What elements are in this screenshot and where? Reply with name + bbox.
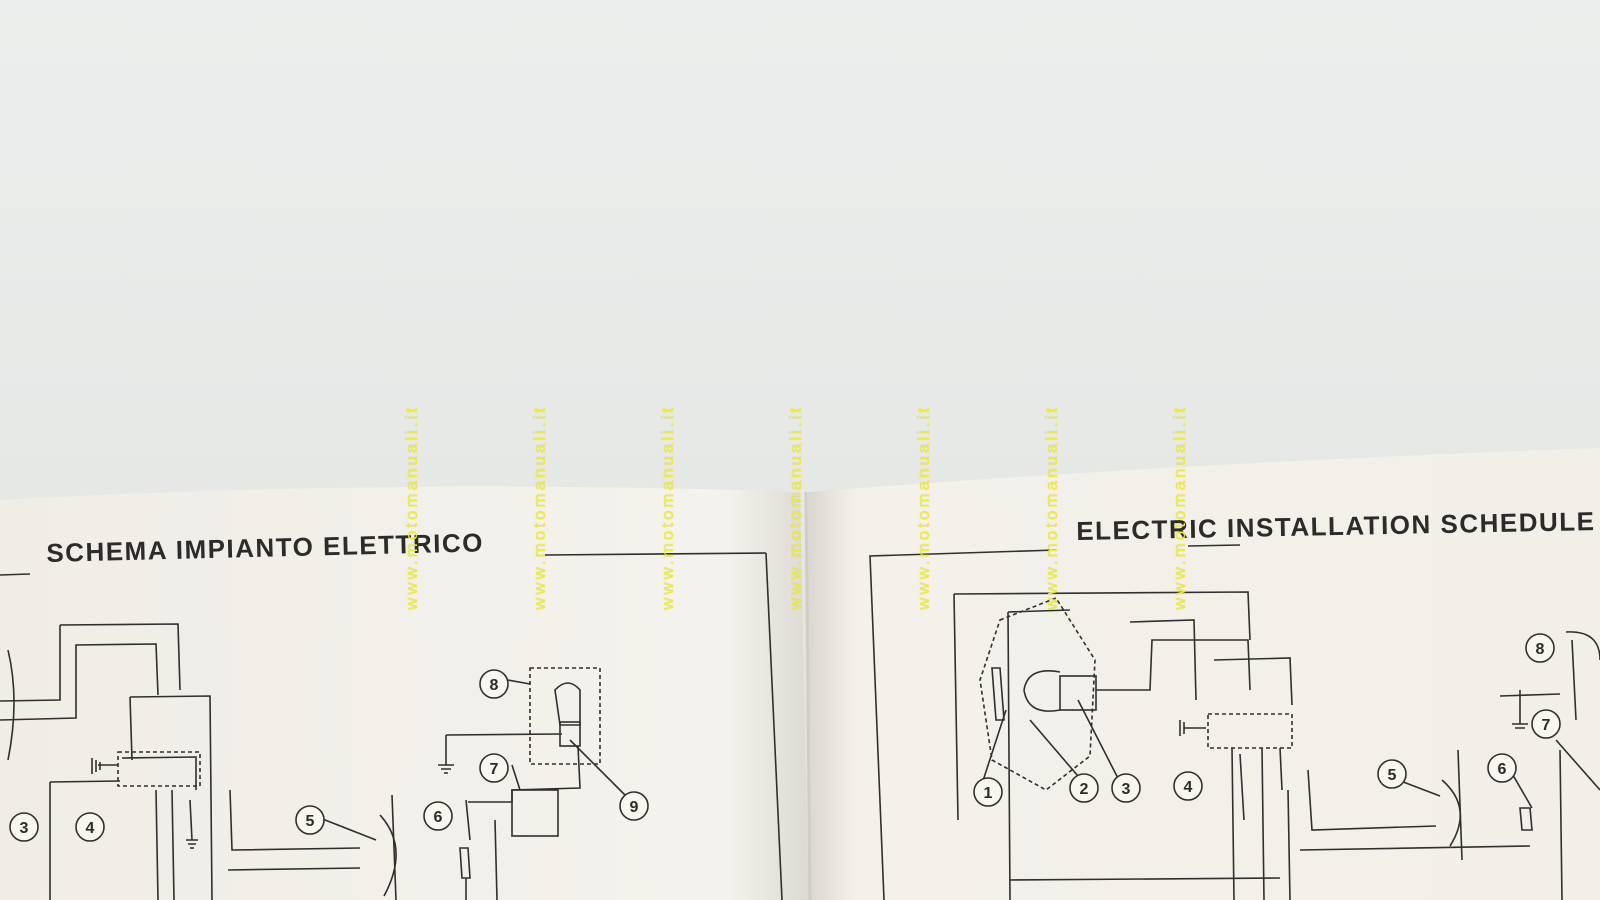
left-diagram (0, 552, 783, 900)
right-callout-6: 6 (1498, 761, 1507, 778)
left-callout-9: 9 (630, 799, 639, 816)
right-diagram (869, 544, 1600, 900)
left-callout-4: 4 (86, 820, 95, 837)
left-callout-8: 8 (490, 677, 499, 694)
right-callout-3: 3 (1122, 781, 1131, 798)
right-page (808, 448, 1600, 900)
right-callout-circles (973, 633, 1561, 807)
callout-labels: 3 4 5 6 7 8 9 1 2 3 4 5 6 7 8 (20, 641, 1551, 837)
left-callout-7: 7 (490, 761, 499, 778)
right-callout-5: 5 (1388, 767, 1397, 784)
left-callout-circles (9, 669, 649, 842)
left-page (0, 486, 808, 900)
left-callout-6: 6 (434, 809, 443, 826)
left-callout-3: 3 (20, 820, 29, 837)
book-gutter (804, 491, 812, 900)
right-callout-1: 1 (984, 785, 993, 802)
right-callout-4: 4 (1184, 779, 1193, 796)
left-callout-5: 5 (306, 813, 315, 830)
right-callout-2: 2 (1080, 781, 1089, 798)
right-callout-8: 8 (1536, 641, 1545, 658)
right-callout-7: 7 (1542, 717, 1551, 734)
